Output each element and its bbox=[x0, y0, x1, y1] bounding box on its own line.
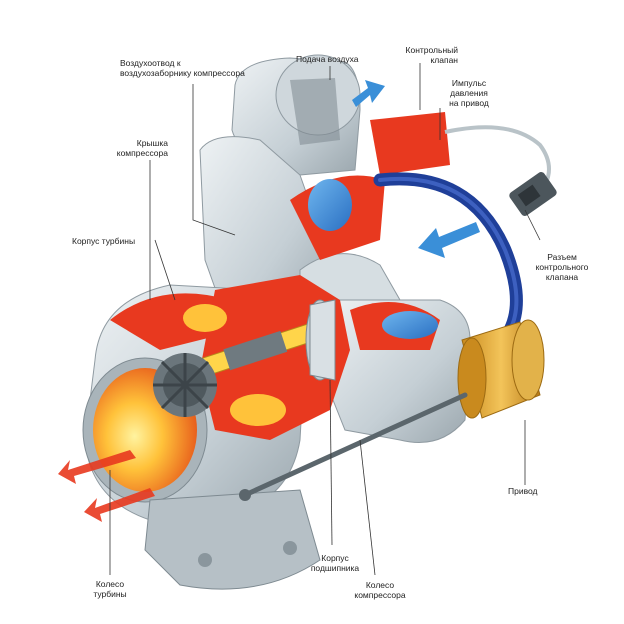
turbine-wheel-shape bbox=[153, 353, 217, 417]
label-air-supply: Подача воздуха bbox=[296, 54, 359, 64]
label-compressor-cover: Крышка компрессора bbox=[100, 138, 168, 158]
label-turbine-housing-line-1: Корпус турбины bbox=[72, 236, 136, 246]
turbine-flange bbox=[144, 489, 321, 590]
label-valve-connector-line-2: контрольного bbox=[535, 262, 589, 272]
label-valve-connector: Разъем контрольного клапана bbox=[530, 252, 594, 282]
air-flow-arrows bbox=[352, 80, 480, 258]
label-pressure-impulse-line-3: на привод bbox=[449, 98, 489, 108]
label-compressor-wheel: Колесо компрессора bbox=[345, 580, 415, 600]
label-pressure-impulse-line-1: Импульс bbox=[451, 78, 487, 88]
label-bearing-housing-line-2: подшипника bbox=[310, 563, 360, 573]
label-bearing-housing-line-1: Корпус bbox=[321, 553, 349, 563]
label-valve-connector-line-1: Разъем bbox=[547, 252, 577, 262]
leader-lines bbox=[109, 63, 541, 576]
label-air-supply-line-1: Подача воздуха bbox=[296, 54, 359, 64]
label-turbine-housing: Корпус турбины bbox=[72, 236, 135, 246]
label-compressor-wheel-line-1: Колесо bbox=[365, 580, 395, 590]
label-bearing-housing: Корпус подшипника bbox=[305, 553, 365, 573]
actuator-rod bbox=[242, 392, 468, 498]
actuator-canister bbox=[457, 319, 545, 419]
exhaust-flow-arrows bbox=[58, 450, 155, 522]
valve-connector-plug bbox=[509, 172, 557, 216]
label-pressure-impulse: Импульс давления на привод bbox=[440, 78, 498, 108]
label-valve-connector-line-3: клапана bbox=[545, 272, 579, 282]
label-compressor-wheel-line-2: компрессора bbox=[354, 590, 406, 600]
label-outlet-line-2: воздухозаборнику компрессора bbox=[120, 68, 245, 78]
label-actuator: Привод bbox=[508, 486, 538, 496]
center-housing bbox=[324, 299, 471, 443]
label-turbine-wheel: Колесо турбины bbox=[84, 579, 136, 599]
label-turbine-wheel-line-2: турбины bbox=[93, 589, 127, 599]
label-compressor-cover-line-1: Крышка bbox=[136, 138, 168, 148]
compressor-wheel-shape bbox=[305, 299, 336, 381]
valve-cable bbox=[444, 125, 551, 186]
label-actuator-line-1: Привод bbox=[508, 486, 538, 496]
label-control-valve-line-1: Контрольный bbox=[405, 45, 458, 55]
label-outlet: Воздухоотвод к воздухозаборнику компресс… bbox=[120, 58, 245, 78]
label-outlet-line-1: Воздухоотвод к bbox=[120, 58, 181, 68]
label-control-valve: Контрольный клапан bbox=[394, 45, 458, 65]
label-pressure-impulse-line-2: давления bbox=[450, 88, 488, 98]
label-turbine-wheel-line-1: Колесо bbox=[95, 579, 125, 589]
label-control-valve-line-2: клапан bbox=[430, 55, 458, 65]
cutaway-section bbox=[183, 112, 450, 440]
label-compressor-cover-line-2: компрессора bbox=[116, 148, 168, 158]
